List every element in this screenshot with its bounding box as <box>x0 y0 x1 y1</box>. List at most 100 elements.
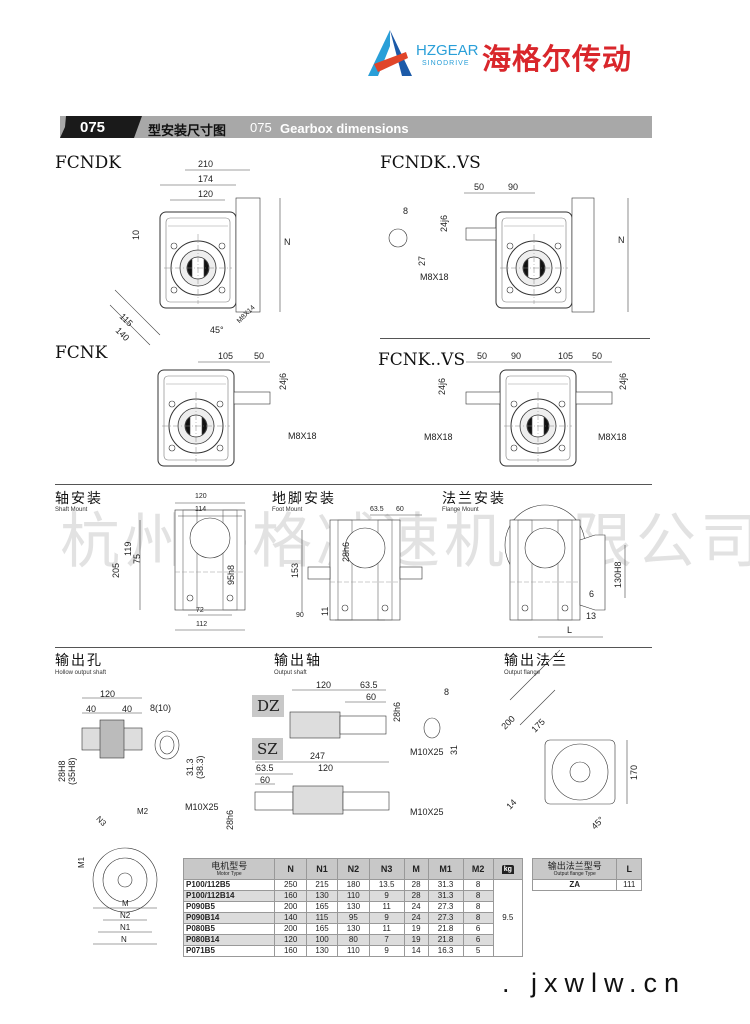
value-cell: 200 <box>274 923 307 935</box>
divider <box>55 647 652 648</box>
dim: 24j6 <box>618 372 628 390</box>
dim: 120 <box>195 493 207 500</box>
column-header-m2: M2 <box>462 858 494 880</box>
value-cell: 160 <box>274 945 307 957</box>
fcndk-vs-title: FCNDK..VS <box>380 153 481 173</box>
logo-brand-sub: SINODRIVE <box>422 60 470 67</box>
value-cell: 130 <box>305 945 339 957</box>
dim: 63.5 <box>256 763 274 773</box>
value-cell: 24 <box>403 912 429 924</box>
dim: 50 <box>474 182 485 192</box>
column-header-m: M <box>403 858 429 880</box>
dim: 130H8 <box>613 561 623 588</box>
dim: 27 <box>417 255 427 266</box>
dim: 120 <box>198 189 214 199</box>
value-cell: 160 <box>274 890 307 902</box>
value-cell: 130 <box>337 923 370 935</box>
dim: 11 <box>320 606 330 616</box>
output-shaft-subtitle: Output shaft <box>274 670 307 676</box>
output-shaft-title: 输出轴 <box>274 653 322 669</box>
dim: 28H8 <box>57 760 67 782</box>
dim: M8X18 <box>288 431 317 441</box>
dim: 8 <box>444 687 450 697</box>
flange-l-header: L <box>616 858 642 880</box>
dim: 170 <box>629 764 639 780</box>
dim: 8(10) <box>150 703 172 713</box>
dim: M10X25 <box>185 802 219 812</box>
value-cell: 9 <box>368 890 405 902</box>
dim: M10X25 <box>410 807 444 817</box>
dim: N <box>284 237 291 247</box>
value-cell: 7 <box>368 934 405 946</box>
value-cell: 8 <box>462 912 494 924</box>
dim: L <box>567 625 573 635</box>
value-cell: 14 <box>403 945 429 957</box>
output-flange-title: 输出法兰 <box>504 653 568 669</box>
sz-label: SZ <box>252 738 283 760</box>
value-cell: 5 <box>462 945 494 957</box>
value-cell: 28 <box>403 879 429 891</box>
dim: 205 <box>111 562 121 578</box>
value-cell: 250 <box>274 879 307 891</box>
dim: 60 <box>260 775 271 785</box>
dim: 120 <box>316 680 332 690</box>
value-cell: 80 <box>337 934 370 946</box>
dim: 90 <box>296 612 304 619</box>
dim: 28h6 <box>341 541 351 562</box>
dim: 50 <box>254 351 265 361</box>
dim: 24j6 <box>437 377 447 395</box>
dim: 90 <box>508 182 519 192</box>
value-cell: 9 <box>368 945 405 957</box>
dim: M <box>122 899 129 908</box>
dim: (38.3) <box>195 755 205 779</box>
value-cell: 115 <box>305 912 339 924</box>
motor-type-header-en: Motor Type <box>216 871 242 877</box>
column-header-n1: N1 <box>305 858 339 880</box>
dim: N2 <box>120 911 131 920</box>
header-model-tab <box>60 116 142 138</box>
dim: (35H8) <box>67 757 77 785</box>
motor-type-cell: P080B5 <box>182 923 276 935</box>
value-cell: 31.3 <box>427 890 464 902</box>
column-header-m1: M1 <box>427 858 464 880</box>
dim: 112 <box>196 621 208 628</box>
flange-type-header-en: Output flange Type <box>553 871 596 877</box>
hollow-shaft-subtitle: Hollow output shaft <box>55 670 107 676</box>
dim: 50 <box>477 351 488 361</box>
dim: 40 <box>86 704 97 714</box>
dim: 31.3 <box>185 758 195 776</box>
value-cell: 165 <box>305 901 339 913</box>
dim: 75 <box>132 553 142 564</box>
dim: 90 <box>511 351 522 361</box>
hollow-shaft-title: 输出孔 <box>55 653 103 669</box>
value-cell: 28 <box>403 890 429 902</box>
motor-type-cell: P080B14 <box>182 934 276 946</box>
dim: N <box>121 935 127 944</box>
dim: 31 <box>449 744 459 755</box>
value-cell: 95 <box>337 912 370 924</box>
value-cell: 24 <box>403 901 429 913</box>
value-cell: 27.3 <box>427 912 464 924</box>
logo-brand-cn: 海格尔传动 <box>482 42 633 76</box>
dim: 105 <box>558 351 574 361</box>
value-cell: 8 <box>462 879 494 891</box>
dim: M8X18 <box>598 432 627 442</box>
column-header-n2: N2 <box>337 858 370 880</box>
flange-l-cell: 111 <box>616 879 642 891</box>
dim: 50 <box>592 351 603 361</box>
value-cell: 16.3 <box>427 945 464 957</box>
flange-mount-title: 法兰安装 <box>442 491 506 507</box>
flange-type-cell: ZA <box>531 879 618 891</box>
value-cell: 130 <box>305 890 339 902</box>
fcndk-title: FCNDK <box>55 153 122 173</box>
value-cell: 165 <box>305 923 339 935</box>
value-cell: 19 <box>403 934 429 946</box>
value-cell: 110 <box>337 890 370 902</box>
